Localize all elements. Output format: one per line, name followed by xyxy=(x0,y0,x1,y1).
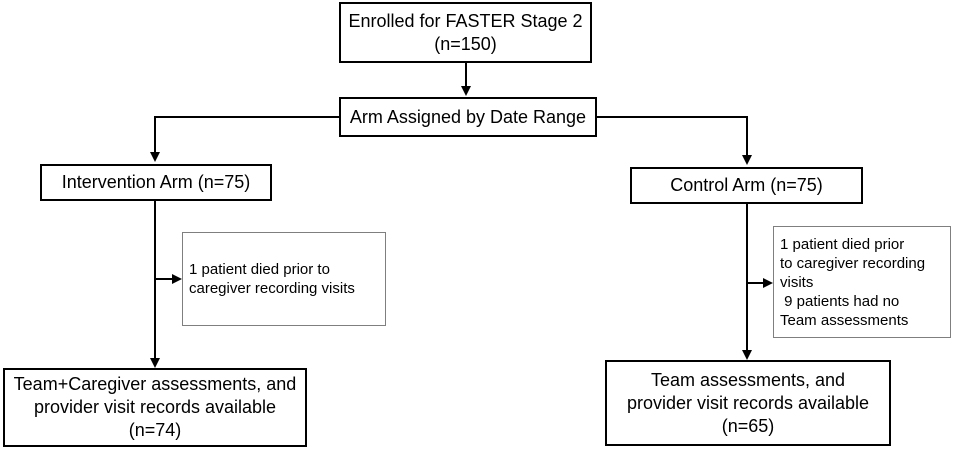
enrolled-label: Enrolled for FASTER Stage 2 xyxy=(348,10,583,31)
control-result-box: Team assessments, and provider visit rec… xyxy=(605,360,891,446)
arm-assignment-box: Arm Assigned by Date Range xyxy=(339,97,597,137)
control-exclusion-line1: 1 patient died prior xyxy=(780,235,905,253)
control-exclusion-line2: to caregiver recording xyxy=(780,254,926,272)
intervention-exclusion-box: 1 patient died prior to caregiver record… xyxy=(182,232,386,326)
arrow-assign-to-control xyxy=(597,116,752,165)
intervention-exclusion-line2: caregiver recording visits xyxy=(189,280,355,297)
control-exclusion-line4: 9 patients had no xyxy=(780,292,900,310)
intervention-exclusion-line1: 1 patient died prior to xyxy=(189,261,330,278)
control-result-line2: provider visit records available xyxy=(626,392,870,413)
control-exclusion-box: 1 patient died prior to caregiver record… xyxy=(773,226,951,338)
intervention-result-line2: provider visit records available xyxy=(33,397,277,417)
arrow-assign-to-intervention xyxy=(150,116,339,162)
arm-assignment-label: Arm Assigned by Date Range xyxy=(349,106,587,127)
control-arm-label: Control Arm (n=75) xyxy=(670,175,823,195)
intervention-result-count: (n=74) xyxy=(128,420,182,440)
control-exclusion-line5: Team assessments xyxy=(780,311,909,329)
enrolled-count: (n=150) xyxy=(434,33,497,54)
enrolled-box: Enrolled for FASTER Stage 2 (n=150) xyxy=(339,2,592,63)
intervention-arm-box: Intervention Arm (n=75) xyxy=(40,164,272,201)
intervention-result-line1: Team+Caregiver assessments, and xyxy=(13,374,297,394)
control-result-count: (n=65) xyxy=(721,415,775,436)
control-arm-box: Control Arm (n=75) xyxy=(630,167,863,204)
intervention-result-box: Team+Caregiver assessments, and provider… xyxy=(3,368,307,447)
intervention-arm-label: Intervention Arm (n=75) xyxy=(61,172,251,192)
control-result-line1: Team assessments, and xyxy=(650,369,846,390)
control-exclusion-line3: visits xyxy=(780,273,814,291)
